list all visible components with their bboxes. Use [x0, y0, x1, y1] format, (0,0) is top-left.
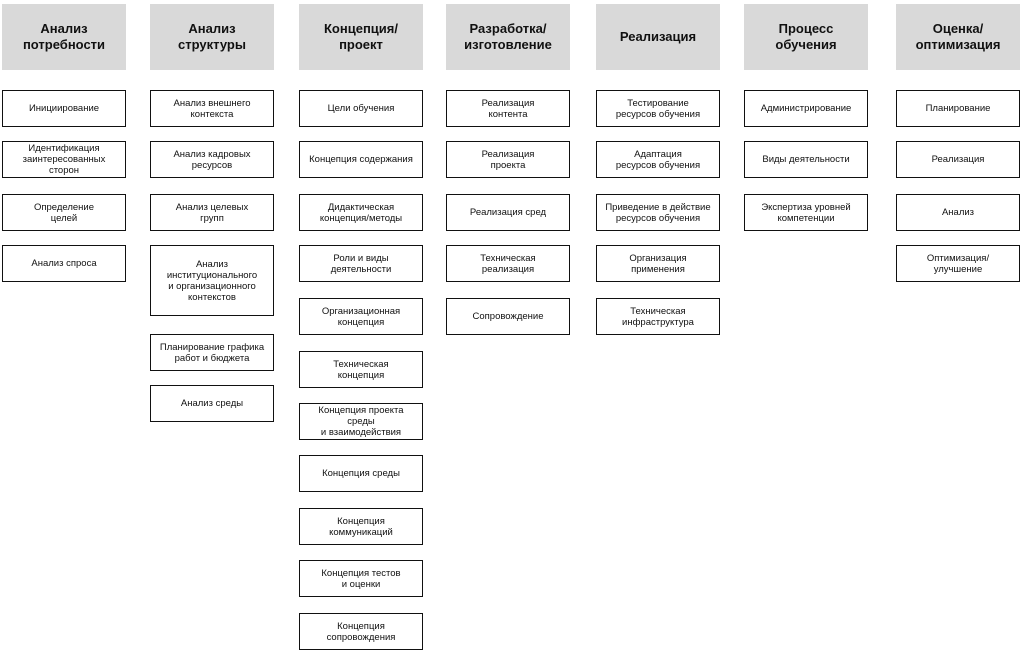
- process-box: Дидактическая концепция/методы: [299, 194, 423, 231]
- process-box: Анализ среды: [150, 385, 274, 422]
- process-box: Реализация: [896, 141, 1020, 178]
- process-box: Концепция тестов и оценки: [299, 560, 423, 597]
- column-header: Разработка/ изготовление: [446, 4, 570, 70]
- process-box: Инициирование: [2, 90, 126, 127]
- process-box: Концепция содержания: [299, 141, 423, 178]
- process-box: Концепция коммуникаций: [299, 508, 423, 545]
- column-header: Концепция/ проект: [299, 4, 423, 70]
- process-box: Реализация сред: [446, 194, 570, 231]
- process-box: Концепция среды: [299, 455, 423, 492]
- column-header: Процесс обучения: [744, 4, 868, 70]
- column-header: Анализ потребности: [2, 4, 126, 70]
- process-box: Определение целей: [2, 194, 126, 231]
- process-box: Адаптация ресурсов обучения: [596, 141, 720, 178]
- process-box: Концепция проекта среды и взаимодействия: [299, 403, 423, 440]
- process-box: Анализ целевых групп: [150, 194, 274, 231]
- process-box: Техническая инфраструктура: [596, 298, 720, 335]
- process-box: Планирование: [896, 90, 1020, 127]
- process-box: Виды деятельности: [744, 141, 868, 178]
- process-box: Техническая реализация: [446, 245, 570, 282]
- process-box: Экспертиза уровней компетенции: [744, 194, 868, 231]
- process-box: Анализ институционального и организацион…: [150, 245, 274, 316]
- process-box: Тестирование ресурсов обучения: [596, 90, 720, 127]
- process-box: Приведение в действие ресурсов обучения: [596, 194, 720, 231]
- column-header: Оценка/ оптимизация: [896, 4, 1020, 70]
- process-box: Администрирование: [744, 90, 868, 127]
- process-box: Цели обучения: [299, 90, 423, 127]
- process-box: Сопровождение: [446, 298, 570, 335]
- process-box: Роли и виды деятельности: [299, 245, 423, 282]
- process-box: Организация применения: [596, 245, 720, 282]
- column-header: Анализ структуры: [150, 4, 274, 70]
- process-box: Реализация контента: [446, 90, 570, 127]
- process-box: Анализ кадровых ресурсов: [150, 141, 274, 178]
- process-box: Оптимизация/ улучшение: [896, 245, 1020, 282]
- process-box: Анализ: [896, 194, 1020, 231]
- process-box: Техническая концепция: [299, 351, 423, 388]
- process-box: Идентификация заинтересованных сторон: [2, 141, 126, 178]
- process-box: Организационная концепция: [299, 298, 423, 335]
- process-box: Концепция сопровождения: [299, 613, 423, 650]
- process-box: Анализ внешнего контекста: [150, 90, 274, 127]
- process-box: Планирование графика работ и бюджета: [150, 334, 274, 371]
- column-header: Реализация: [596, 4, 720, 70]
- process-box: Реализация проекта: [446, 141, 570, 178]
- process-box: Анализ спроса: [2, 245, 126, 282]
